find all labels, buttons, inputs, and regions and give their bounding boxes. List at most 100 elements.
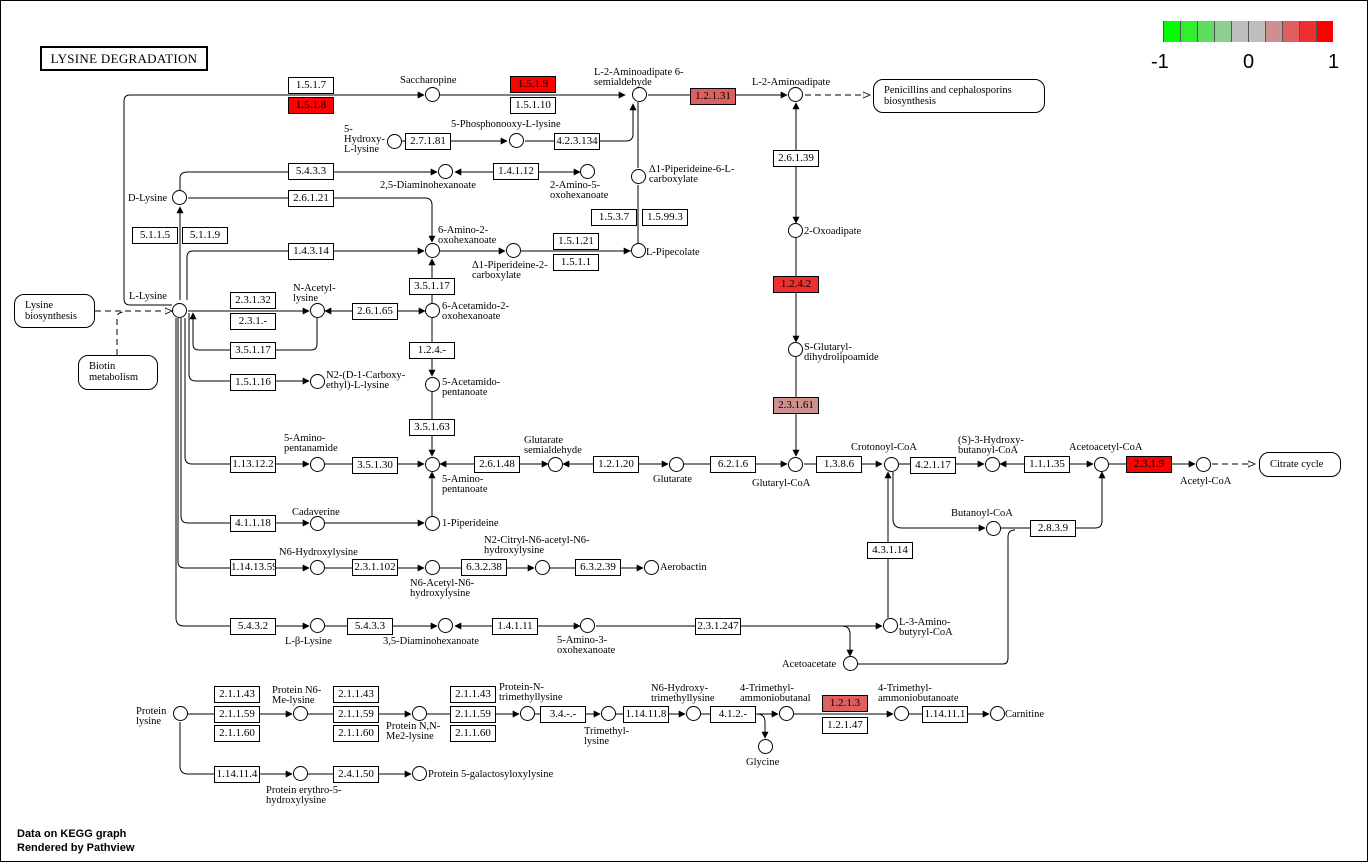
enzyme-box[interactable]: 1.14.11.4 xyxy=(214,766,260,783)
compound-node-l-2-aminoadipate[interactable] xyxy=(788,87,803,102)
enzyme-box[interactable]: 2.1.1.60 xyxy=(214,725,260,742)
compound-node-diaminohexanoate[interactable] xyxy=(438,164,453,179)
enzyme-box[interactable]: 2.6.1.21 xyxy=(288,190,334,207)
compound-node-acetoacetate[interactable] xyxy=(843,656,858,671)
enzyme-box[interactable]: 1.2.4.- xyxy=(409,342,455,359)
enzyme-box[interactable]: 1.3.8.6 xyxy=(816,456,862,473)
compound-node-aminoadipate-semialdehyde[interactable] xyxy=(632,87,647,102)
compound-node-n6-hydroxy-trimethyllysine[interactable] xyxy=(686,706,701,721)
compound-node-l-beta-lysine[interactable] xyxy=(310,618,325,633)
enzyme-box[interactable]: 2.6.1.39 xyxy=(773,150,819,167)
enzyme-box[interactable]: 2.8.3.9 xyxy=(1030,520,1076,537)
enzyme-box[interactable]: 2.3.1.9 xyxy=(1126,456,1172,473)
enzyme-box[interactable]: 2.3.1.- xyxy=(230,313,276,330)
enzyme-box[interactable]: 2.3.1.32 xyxy=(230,292,276,309)
enzyme-box[interactable]: 5.1.1.9 xyxy=(182,227,228,244)
enzyme-box[interactable]: 2.3.1.102 xyxy=(352,559,398,576)
enzyme-box[interactable]: 2.1.1.59 xyxy=(214,706,260,723)
enzyme-box[interactable]: 2.3.1.247 xyxy=(695,618,741,635)
enzyme-box[interactable]: 4.3.1.14 xyxy=(867,542,913,559)
compound-node-n6-acetyl-n6-hydroxylysine[interactable] xyxy=(425,560,440,575)
compound-node-5-hydroxy-lysine[interactable] xyxy=(387,134,402,149)
enzyme-box[interactable]: 1.14.11.1 xyxy=(922,706,968,723)
enzyme-box[interactable]: 3.5.1.17 xyxy=(409,278,455,295)
compound-node-l-pipecolate[interactable] xyxy=(631,243,646,258)
map-link-lysine-biosynthesis[interactable]: Lysine biosynthesis xyxy=(14,294,95,328)
enzyme-box[interactable]: 4.1.1.18 xyxy=(230,515,276,532)
compound-node-6-amino-2-oxohexanoate[interactable] xyxy=(425,243,440,258)
enzyme-box[interactable]: 3.5.1.30 xyxy=(352,457,398,474)
enzyme-box[interactable]: 2.1.1.59 xyxy=(450,706,496,723)
compound-node-butanoyl-coa[interactable] xyxy=(986,521,1001,536)
compound-node-5-amino-pentanoate[interactable] xyxy=(425,457,440,472)
compound-node-cadaverine[interactable] xyxy=(310,516,325,531)
compound-node-carnitine[interactable] xyxy=(990,706,1005,721)
compound-node-acetoacetyl-coa[interactable] xyxy=(1094,457,1109,472)
enzyme-box[interactable]: 1.2.4.2 xyxy=(773,276,819,293)
enzyme-box[interactable]: 1.5.3.7 xyxy=(591,209,637,226)
enzyme-box[interactable]: 1.2.1.3 xyxy=(822,695,868,712)
compound-node-5-amino-pentanamide[interactable] xyxy=(310,457,325,472)
compound-node-protein-erythro-5-hydroxylysine[interactable] xyxy=(293,766,308,781)
enzyme-box[interactable]: 3.5.1.63 xyxy=(409,419,455,436)
compound-node-piperideine-2-carboxylate[interactable] xyxy=(506,243,521,258)
compound-node-l-3-amino-butyryl-coa[interactable] xyxy=(883,618,898,633)
compound-node-5-phosphonooxy-lysine[interactable] xyxy=(509,133,524,148)
enzyme-box[interactable]: 2.1.1.43 xyxy=(450,686,496,703)
compound-node-n6-hydroxylysine[interactable] xyxy=(310,560,325,575)
enzyme-box[interactable]: 5.4.3.3 xyxy=(347,618,393,635)
enzyme-box[interactable]: 6.3.2.39 xyxy=(575,559,621,576)
compound-node-saccharopine[interactable] xyxy=(425,87,440,102)
compound-node-n2-citryl[interactable] xyxy=(535,560,550,575)
enzyme-box[interactable]: 2.1.1.59 xyxy=(333,706,379,723)
enzyme-box[interactable]: 1.14.13.59 xyxy=(230,559,276,576)
enzyme-box[interactable]: 1.4.1.11 xyxy=(492,618,538,635)
enzyme-box[interactable]: 2.6.1.48 xyxy=(474,456,520,473)
enzyme-box[interactable]: 1.5.1.9 xyxy=(510,76,556,93)
enzyme-box[interactable]: 2.4.1.50 xyxy=(333,766,379,783)
compound-node-1-piperideine[interactable] xyxy=(425,516,440,531)
compound-node-protein-5-galactosyloxylysine[interactable] xyxy=(412,766,427,781)
enzyme-box[interactable]: 1.1.1.35 xyxy=(1024,456,1070,473)
compound-node-n-acetyl-lysine[interactable] xyxy=(310,303,325,318)
compound-node-protein-me2-lysine[interactable] xyxy=(412,706,427,721)
enzyme-box[interactable]: 3.4.-.- xyxy=(540,706,586,723)
compound-node-piperideine-6-carboxylate[interactable] xyxy=(631,169,646,184)
compound-node-trimethylammoniobutanal[interactable] xyxy=(779,706,794,721)
compound-node-glycine[interactable] xyxy=(758,739,773,754)
compound-node-l-lysine[interactable] xyxy=(172,303,187,318)
compound-node-5-acetamido-pentanoate[interactable] xyxy=(425,377,440,392)
map-link-biotin-metabolism[interactable]: Biotin metabolism xyxy=(78,355,158,390)
enzyme-box[interactable]: 5.4.3.2 xyxy=(230,618,276,635)
enzyme-box[interactable]: 1.5.1.16 xyxy=(230,374,276,391)
enzyme-box[interactable]: 2.7.1.81 xyxy=(405,133,451,150)
enzyme-box[interactable]: 1.2.1.47 xyxy=(822,717,868,734)
compound-node-3-5-diaminohexanoate[interactable] xyxy=(438,618,453,633)
enzyme-box[interactable]: 5.4.3.3 xyxy=(288,163,334,180)
compound-node-crotonoyl-coa[interactable] xyxy=(884,457,899,472)
compound-node-2-amino-5-oxohexanoate[interactable] xyxy=(580,164,595,179)
enzyme-box[interactable]: 2.1.1.43 xyxy=(333,686,379,703)
compound-node-glutarate-semialdehyde[interactable] xyxy=(548,457,563,472)
compound-node-aerobactin[interactable] xyxy=(644,560,659,575)
enzyme-box[interactable]: 5.1.1.5 xyxy=(132,227,178,244)
enzyme-box[interactable]: 1.5.99.3 xyxy=(642,209,688,226)
map-link-citrate-cycle[interactable]: Citrate cycle xyxy=(1259,452,1341,477)
enzyme-box[interactable]: 1.2.1.31 xyxy=(690,88,736,105)
enzyme-box[interactable]: 1.2.1.20 xyxy=(593,456,639,473)
compound-node-acetyl-coa[interactable] xyxy=(1196,457,1211,472)
compound-node-protein-trimethyllysine[interactable] xyxy=(520,706,535,721)
map-link-penicillins-cephalosporins[interactable]: Penicillins and cephalosporins biosynthe… xyxy=(873,79,1045,113)
enzyme-box[interactable]: 1.5.1.1 xyxy=(553,254,599,271)
enzyme-box[interactable]: 1.4.1.12 xyxy=(493,163,539,180)
enzyme-box[interactable]: 4.2.1.17 xyxy=(910,457,956,474)
enzyme-box[interactable]: 1.5.1.8 xyxy=(288,97,334,114)
compound-node-protein-lysine[interactable] xyxy=(173,706,188,721)
enzyme-box[interactable]: 4.1.2.- xyxy=(710,706,756,723)
compound-node-d-lysine[interactable] xyxy=(172,190,187,205)
compound-node-glutaryl-coa[interactable] xyxy=(788,457,803,472)
enzyme-box[interactable]: 1.5.1.21 xyxy=(553,233,599,250)
enzyme-box[interactable]: 6.2.1.6 xyxy=(710,456,756,473)
enzyme-box[interactable]: 6.3.2.38 xyxy=(461,559,507,576)
compound-node-trimethyl-lysine[interactable] xyxy=(601,706,616,721)
